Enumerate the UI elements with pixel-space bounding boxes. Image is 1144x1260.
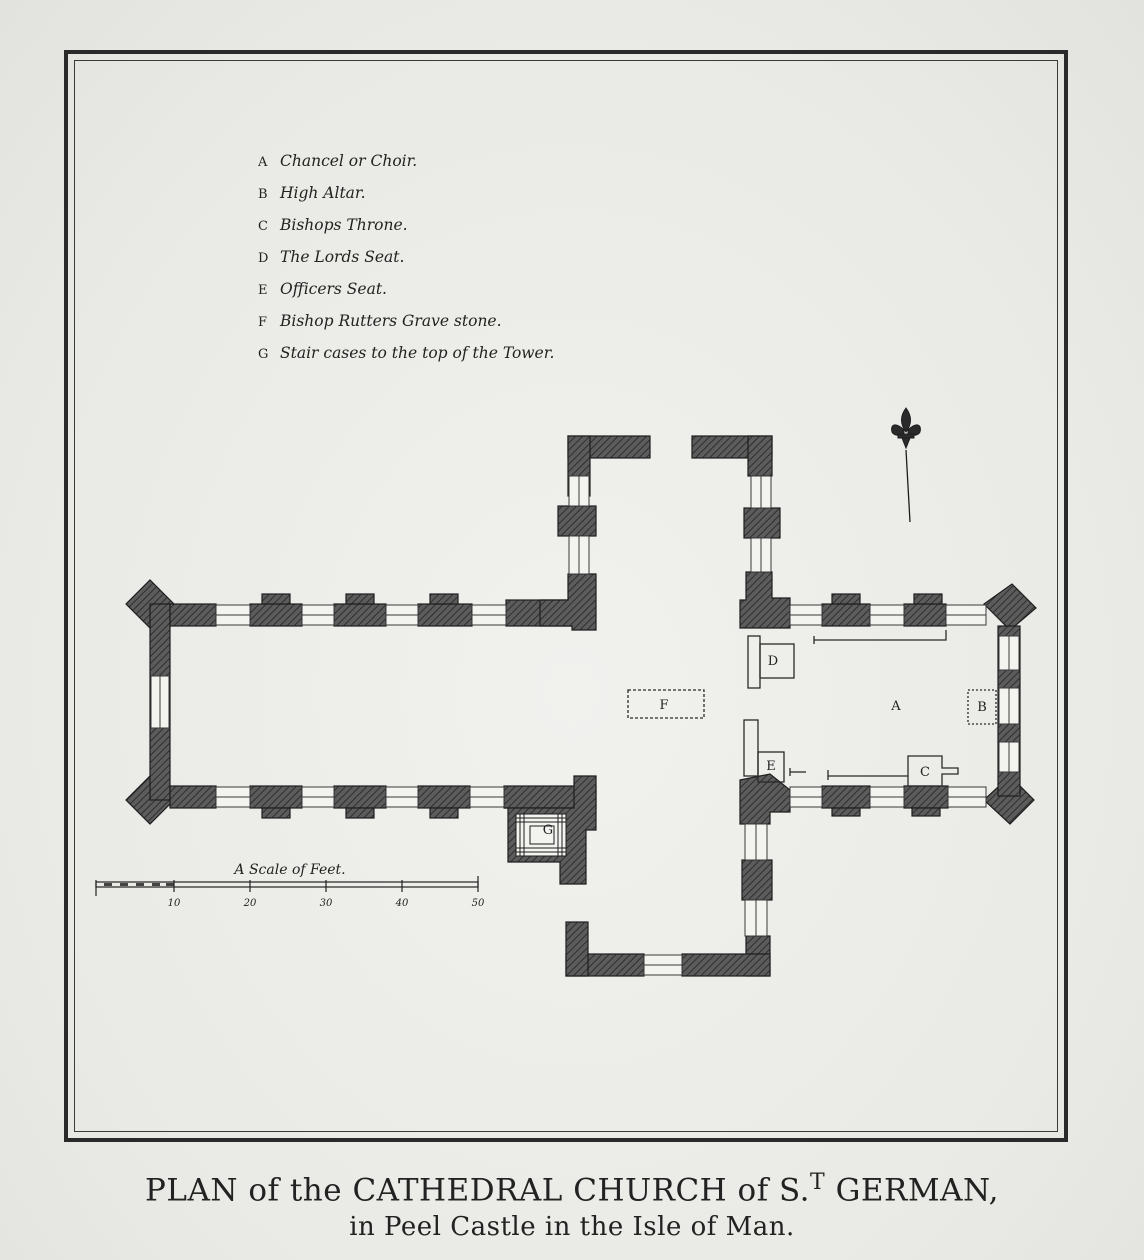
legend-key: G bbox=[258, 347, 269, 362]
choir-stall-north bbox=[814, 630, 947, 641]
legend: A Chancel or Choir. B High Altar. C Bishops… bbox=[258, 146, 598, 370]
legend-text: Officers Seat. bbox=[280, 280, 387, 298]
label-g: G bbox=[543, 823, 553, 838]
legend-item: D The Lords Seat. bbox=[258, 242, 598, 274]
scale-tick-label: 10 bbox=[168, 898, 181, 909]
legend-key: A bbox=[258, 155, 268, 170]
windows bbox=[150, 475, 1020, 976]
nave-south-wall bbox=[417, 785, 471, 809]
interior-fittings bbox=[627, 630, 997, 787]
north-transept-buttress bbox=[743, 507, 781, 539]
outer-border bbox=[64, 50, 1068, 1142]
nave-north-wall bbox=[417, 603, 473, 627]
legend-item: F Bishop Rutters Grave stone. bbox=[258, 306, 598, 338]
label-b: B bbox=[977, 700, 987, 715]
chancel-south-buttress bbox=[911, 807, 941, 817]
legend-text: Stair cases to the top of the Tower. bbox=[280, 344, 555, 362]
nave-north-buttress bbox=[345, 593, 375, 605]
label-e: E bbox=[766, 759, 776, 774]
plan-subtitle: in Peel Castle in the Isle of Man. bbox=[349, 1212, 795, 1242]
nave-south-buttress bbox=[345, 807, 375, 819]
scale-tick-label: 20 bbox=[243, 898, 257, 909]
chancel-north-wall bbox=[903, 603, 947, 627]
high-altar bbox=[967, 689, 997, 725]
legend-key: B bbox=[258, 187, 269, 202]
title-superscript: T bbox=[810, 1170, 826, 1195]
north-arrow bbox=[891, 407, 921, 523]
scale-subdivisions bbox=[104, 883, 174, 886]
nave-south-buttress bbox=[429, 807, 459, 819]
legend-text: Bishops Throne. bbox=[280, 216, 408, 234]
nave-south-wall bbox=[333, 785, 387, 809]
nave-north-wall bbox=[169, 603, 217, 627]
legend-item: E Officers Seat. bbox=[258, 274, 598, 306]
legend-item: C Bishops Throne. bbox=[258, 210, 598, 242]
label-c: C bbox=[920, 765, 930, 780]
legend-text: Bishop Rutters Grave stone. bbox=[280, 312, 502, 330]
south-transept-wall bbox=[681, 953, 771, 977]
buttress-ne bbox=[983, 583, 1037, 631]
north-transept-east-wall bbox=[747, 435, 773, 477]
scale-of-feet: A Scale of Feet. 10 20 30 4 bbox=[95, 862, 485, 909]
chancel-north-buttress bbox=[831, 593, 861, 605]
south-transept-west-wall bbox=[565, 921, 589, 977]
legend-key: D bbox=[258, 251, 269, 266]
scale-tick-label: 30 bbox=[320, 898, 333, 909]
inner-border bbox=[74, 60, 1058, 1132]
scale-ticks bbox=[95, 876, 479, 896]
chancel-south-wall bbox=[821, 785, 871, 809]
legend-text: The Lords Seat. bbox=[280, 248, 405, 266]
legend-text: High Altar. bbox=[280, 184, 366, 202]
officers-seat bbox=[757, 751, 785, 783]
legend-key: C bbox=[258, 219, 269, 234]
nave-north-wall bbox=[249, 603, 303, 627]
title-part: PLAN of the CATHEDRAL CHURCH of S. bbox=[145, 1172, 811, 1209]
label-d: D bbox=[768, 654, 778, 669]
lords-seat-bench bbox=[747, 635, 761, 689]
scale-title: A Scale of Feet. bbox=[232, 862, 345, 878]
crossing-pier-nw bbox=[539, 573, 597, 631]
nave-north-wall bbox=[333, 603, 387, 627]
legend-item: B High Altar. bbox=[258, 178, 598, 210]
lords-seat bbox=[759, 643, 795, 679]
officers-seat-bench bbox=[743, 719, 759, 777]
crossing-pier-ne bbox=[739, 571, 791, 629]
nave-north-buttress bbox=[429, 593, 459, 605]
chancel-north-wall bbox=[821, 603, 871, 627]
plan-title: PLAN of the CATHEDRAL CHURCH of S.T GERM… bbox=[0, 1170, 1144, 1208]
nave-north-buttress bbox=[261, 593, 291, 605]
walls bbox=[125, 435, 1037, 977]
scale-tick-label: 50 bbox=[472, 898, 485, 909]
scale-tick-labels: 10 20 30 40 50 bbox=[168, 898, 485, 909]
scale-tick-label: 40 bbox=[395, 898, 409, 909]
nave-south-buttress bbox=[261, 807, 291, 819]
fleur-de-lis-icon bbox=[901, 407, 911, 433]
north-transept-buttress bbox=[557, 505, 597, 537]
bishops-throne bbox=[907, 755, 959, 787]
legend-key: E bbox=[258, 283, 268, 298]
stair-steps bbox=[515, 813, 567, 857]
chancel-north-buttress bbox=[913, 593, 943, 605]
nave-south-wall bbox=[169, 785, 217, 809]
legend-item: A Chancel or Choir. bbox=[258, 146, 598, 178]
nave-south-wall bbox=[249, 785, 303, 809]
legend-text: Chancel or Choir. bbox=[280, 152, 418, 170]
legend-item: G Stair cases to the top of the Tower. bbox=[258, 338, 598, 370]
south-transept-buttress bbox=[741, 859, 773, 901]
title-part: GERMAN, bbox=[825, 1172, 999, 1209]
plan-labels: A B C D E F G bbox=[543, 654, 987, 838]
legend-key: F bbox=[258, 315, 268, 330]
chancel-south-buttress bbox=[831, 807, 861, 817]
label-f: F bbox=[659, 698, 668, 713]
bishop-rutter-grave-stone bbox=[627, 689, 705, 719]
chancel-south-wall bbox=[903, 785, 949, 809]
label-a: A bbox=[890, 699, 901, 714]
